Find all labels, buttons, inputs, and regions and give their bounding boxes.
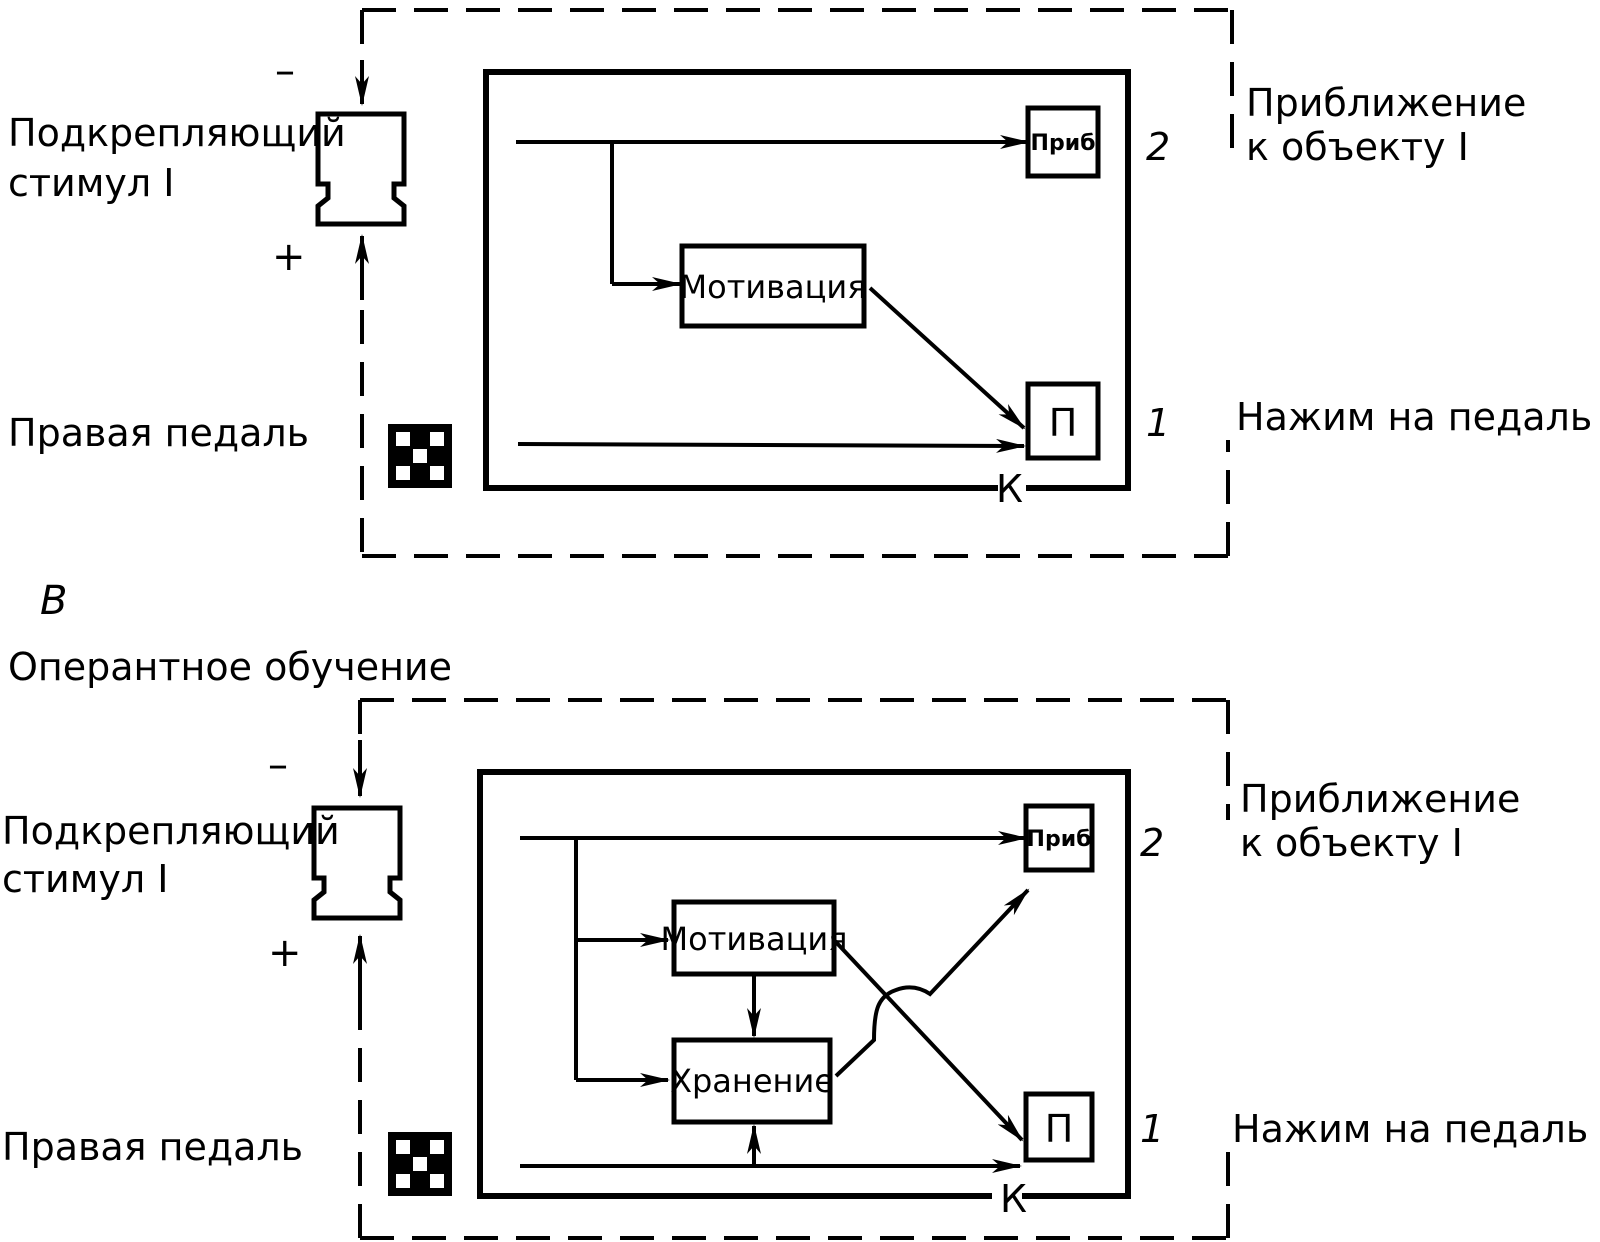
- top-number-1: 1: [1146, 401, 1170, 445]
- top-plus-sign: +: [272, 234, 306, 280]
- panel-b-title: Оперантное обучение: [8, 645, 452, 689]
- b-pedal-box: [1023, 1091, 1095, 1163]
- b-number-2: 2: [1140, 821, 1164, 865]
- panel-b: В Оперантное обучение – + Подкрепляющий …: [2, 578, 1588, 1240]
- top-press-label: Нажим на педаль: [1236, 395, 1592, 439]
- b-motivation-box: [671, 899, 837, 977]
- top-approach-label-line1: Приближение: [1246, 81, 1526, 125]
- b-main-frame: [477, 769, 1131, 1199]
- top-pedal-box-label: П: [1049, 401, 1078, 445]
- top-stimulus-label-line2: стимул I: [8, 161, 174, 205]
- b-stimulus-label-line2: стимул I: [2, 857, 168, 901]
- top-arrow-motivation-to-pedal: [868, 286, 1026, 430]
- b-plus-sign: +: [268, 930, 302, 976]
- top-number-2: 2: [1146, 125, 1170, 169]
- b-approach-box: [1023, 803, 1095, 873]
- b-arrow-motivation-to-pedal: [832, 938, 1024, 1142]
- b-storage-label: Хранение: [670, 1062, 834, 1100]
- top-motivation-label: Мотивация: [680, 268, 867, 306]
- b-pedal-box-label: П: [1045, 1107, 1074, 1151]
- top-pedal-icon: [388, 424, 452, 488]
- top-approach-label-line2: к объекту I: [1246, 125, 1469, 169]
- stimulus-icon: [315, 111, 407, 227]
- b-storage-box: [671, 1037, 833, 1125]
- b-approach-label-line2: к объекту I: [1240, 821, 1463, 865]
- b-motivation-label: Мотивация: [661, 920, 848, 958]
- b-minus-sign: –: [268, 742, 288, 788]
- top-approach-box-label: Приб: [1031, 131, 1096, 156]
- top-approach-box: [1025, 105, 1101, 179]
- top-minus-sign: –: [275, 48, 295, 94]
- top-pedal-label: Правая педаль: [8, 411, 309, 455]
- top-k-label: К: [996, 467, 1023, 511]
- top-pedal-input-line: [517, 438, 1026, 453]
- top-motivation-box: [679, 243, 867, 329]
- b-press-label: Нажим на педаль: [1232, 1107, 1588, 1151]
- b-pedal-icon: [388, 1132, 452, 1196]
- top-main-frame: [483, 69, 1131, 491]
- b-k-label: К: [1000, 1177, 1027, 1221]
- b-pedal-label: Правая педаль: [2, 1125, 303, 1169]
- top-stimulus-label-line1: Подкрепляющий: [8, 111, 346, 155]
- panel-b-letter: В: [40, 578, 67, 624]
- b-stimulus-icon: [311, 805, 403, 921]
- b-approach-box-label: Приб: [1027, 827, 1092, 852]
- b-stimulus-label-line1: Подкрепляющий: [2, 809, 340, 853]
- b-arrow-storage-to-approach: [834, 888, 1030, 1078]
- b-approach-label-line1: Приближение: [1240, 777, 1520, 821]
- top-pedal-box: [1025, 381, 1101, 461]
- panel-top: – + Подкрепляющий стимул I Правая педаль…: [8, 8, 1592, 558]
- b-number-1: 1: [1140, 1107, 1164, 1151]
